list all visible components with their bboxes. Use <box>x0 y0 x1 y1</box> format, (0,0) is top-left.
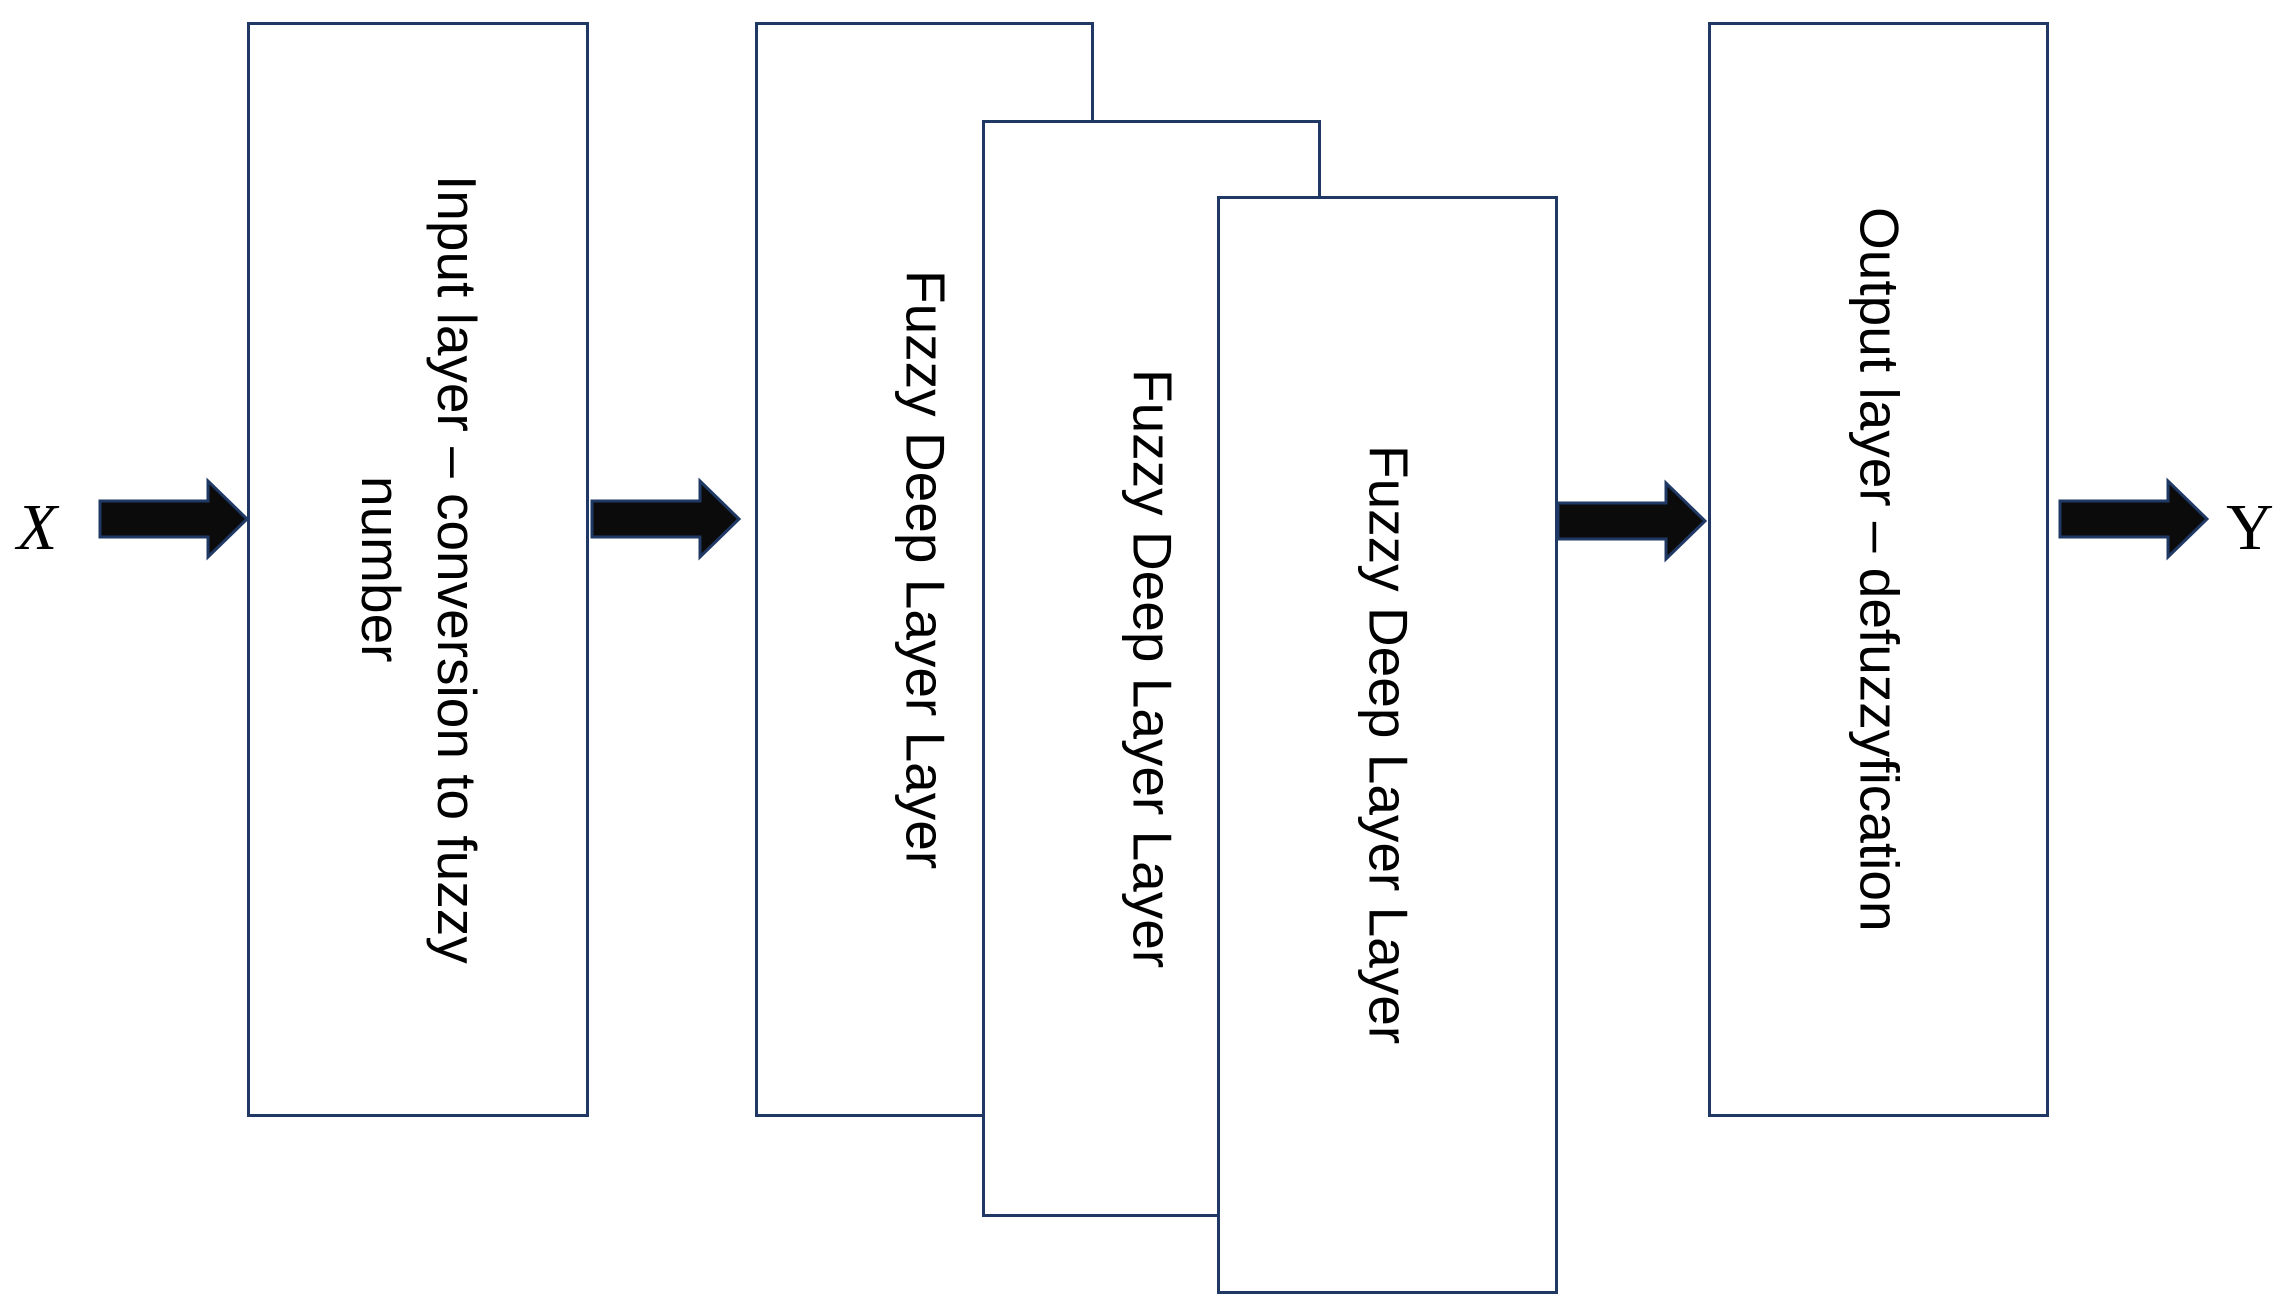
right-arrow-icon <box>98 477 250 561</box>
node-fuzzy-deep-layer-3: Fuzzy Deep Layer Layer <box>1217 196 1558 1294</box>
node-fuzzy-deep-layer-3-label: Fuzzy Deep Layer Layer <box>1357 445 1420 1045</box>
input-signal-label: X <box>16 491 58 564</box>
node-output-layer-label: Output layer – defuzzyfication <box>1848 207 1911 932</box>
node-input-layer-label: Input layer – conversion to fuzzy number <box>350 175 488 964</box>
right-arrow-icon <box>590 477 742 561</box>
right-arrow-icon <box>1556 479 1708 563</box>
node-output-layer: Output layer – defuzzyfication <box>1708 22 2049 1117</box>
node-fuzzy-deep-layer-2-label: Fuzzy Deep Layer Layer <box>1121 368 1184 969</box>
node-fuzzy-deep-layer-1-label: Fuzzy Deep Layer Layer <box>894 269 957 870</box>
right-arrow-icon <box>2058 477 2210 561</box>
output-signal-label: Y <box>2226 491 2274 564</box>
node-input-layer: Input layer – conversion to fuzzy number <box>247 22 589 1117</box>
